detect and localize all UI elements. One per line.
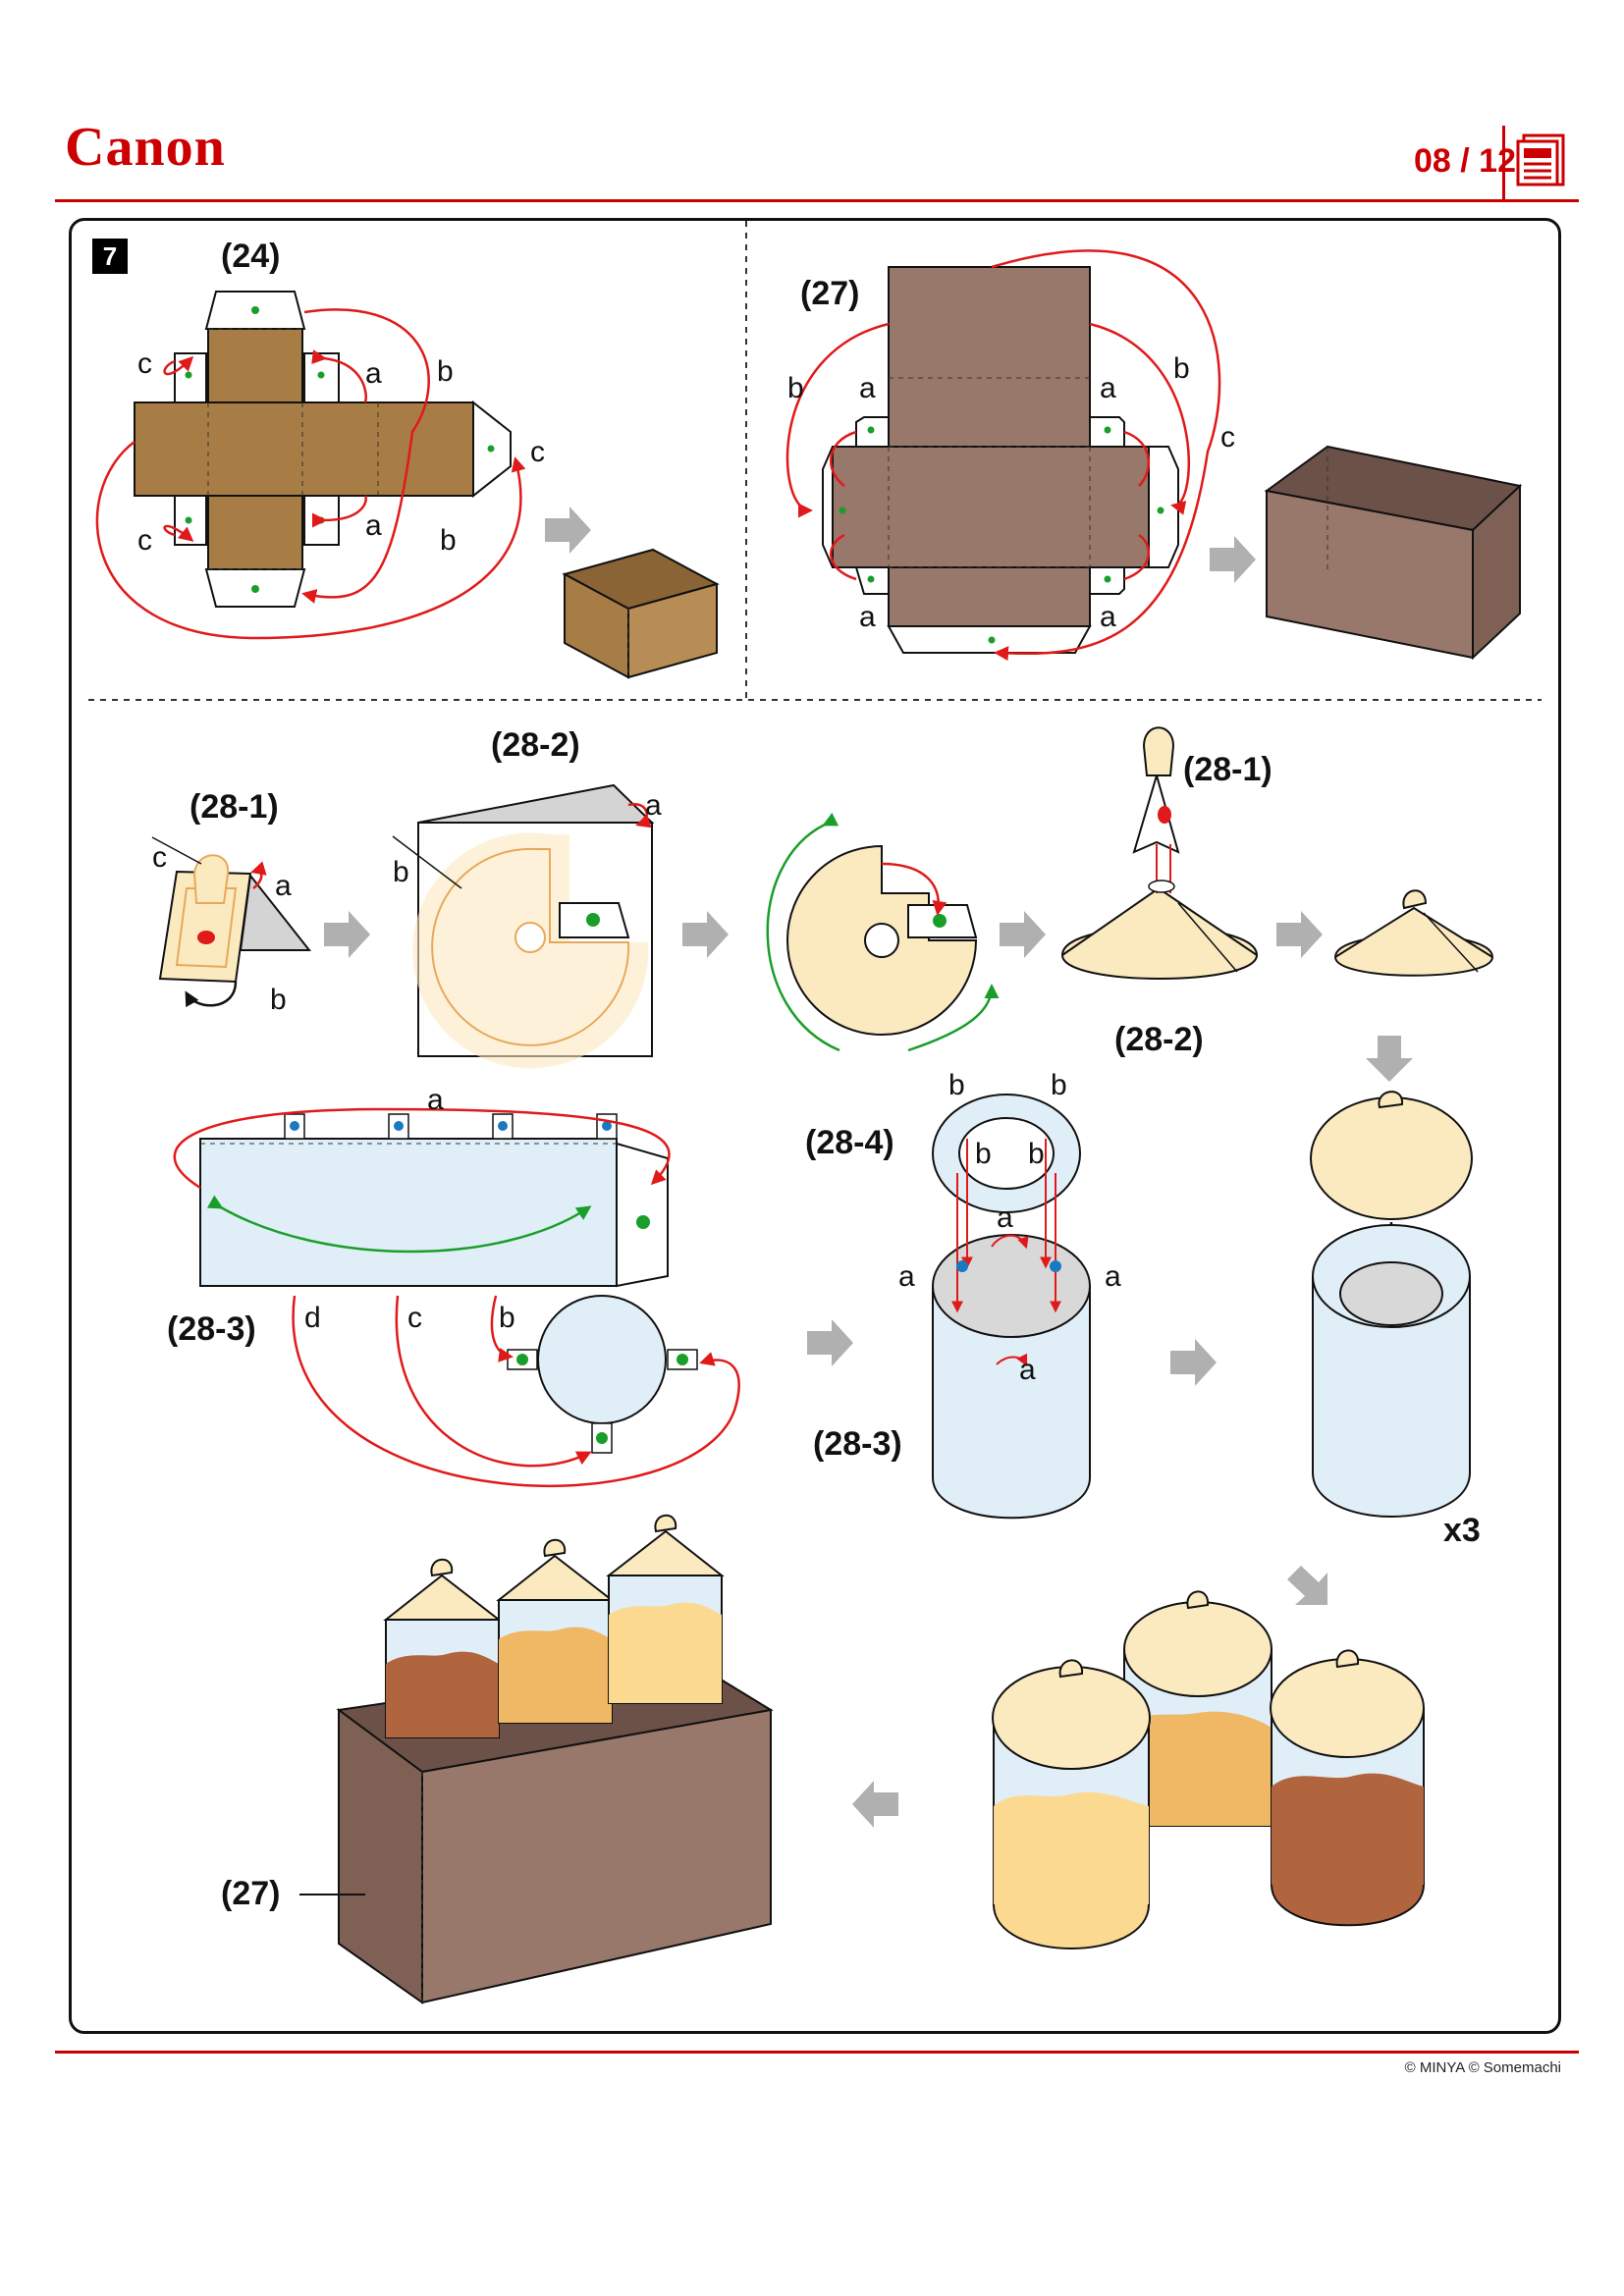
svg-text:a: a: [898, 1260, 915, 1293]
step-number-badge: 7: [92, 239, 128, 274]
svg-text:b: b: [440, 524, 457, 557]
step-arrow-right: [682, 911, 729, 958]
finished-lid: [1333, 889, 1494, 977]
part-24-cube: [562, 548, 720, 679]
header-rule: [55, 199, 1579, 202]
svg-text:a: a: [645, 789, 662, 822]
svg-text:a: a: [427, 1084, 444, 1116]
part-28-2-ring: [766, 812, 1000, 1052]
svg-text:c: c: [137, 347, 152, 380]
part-27-box: [1264, 445, 1523, 661]
step-arrow-right: [324, 911, 370, 958]
final-display-assembly: [299, 1514, 774, 2004]
step-arrow-down: [1366, 1036, 1413, 1082]
svg-text:b: b: [975, 1138, 992, 1170]
part-28-1-flap: c a b: [151, 836, 312, 1016]
svg-text:a: a: [365, 509, 382, 542]
svg-text:c: c: [530, 436, 545, 468]
instruction-panel: [69, 218, 1561, 2034]
svg-text:b: b: [393, 856, 409, 888]
quantity-multiplier: x3: [1443, 1512, 1481, 1549]
footer-rule: [55, 2051, 1579, 2054]
part-28-2-label: (28-2): [491, 726, 580, 764]
part-24-label: (24): [221, 238, 280, 275]
svg-text:a: a: [997, 1201, 1013, 1234]
svg-text:b: b: [787, 372, 804, 404]
part-28-2-sheet: a b: [392, 783, 662, 1069]
part-28-1-label-2: (28-1): [1183, 751, 1272, 788]
svg-text:c: c: [407, 1302, 422, 1334]
jar-with-lid: [1310, 1091, 1473, 1518]
svg-text:d: d: [304, 1302, 321, 1334]
svg-text:c: c: [137, 524, 152, 557]
document-icon[interactable]: [1515, 133, 1566, 187]
part-27-label-2: (27): [221, 1875, 280, 1912]
svg-text:b: b: [948, 1069, 965, 1101]
header-divider: [1502, 126, 1505, 199]
part-28-3-label-2: (28-3): [813, 1425, 902, 1463]
three-jars-group: [992, 1590, 1425, 1949]
svg-text:a: a: [1100, 372, 1116, 404]
svg-text:b: b: [1051, 1069, 1067, 1101]
part-28-cone: [1060, 726, 1259, 980]
part-28-4-label: (28-4): [805, 1124, 894, 1161]
svg-text:b: b: [437, 355, 454, 388]
svg-text:b: b: [499, 1302, 515, 1334]
svg-text:c: c: [1220, 421, 1235, 454]
svg-text:b: b: [270, 984, 287, 1016]
step-arrow-right: [1210, 536, 1256, 583]
part-28-3-label: (28-3): [167, 1310, 256, 1348]
step-arrow-diagonal: [1287, 1566, 1327, 1605]
svg-text:a: a: [1019, 1354, 1036, 1386]
part-28-1-label: (28-1): [189, 788, 279, 826]
part-27-label: (27): [800, 275, 859, 312]
step-arrow-right: [807, 1319, 853, 1366]
svg-text:b: b: [1173, 352, 1190, 385]
step-arrow-left: [852, 1781, 898, 1828]
step-arrow-right: [1000, 911, 1046, 958]
part-27-net: b a a b c a a: [785, 249, 1235, 662]
step-arrow-right: [1170, 1339, 1217, 1386]
svg-text:a: a: [1100, 601, 1116, 633]
copyright-text: © MINYA © Somemachi: [1404, 2059, 1561, 2076]
svg-text:a: a: [365, 357, 382, 390]
part-28-4-ring: b b b b a a a a: [898, 1069, 1121, 1520]
svg-text:a: a: [1105, 1260, 1121, 1293]
page-indicator: 08 / 12: [1414, 142, 1516, 180]
part-28-2-label-2: (28-2): [1114, 1021, 1204, 1058]
svg-text:a: a: [859, 372, 876, 404]
part-24-net: c c a a b b c: [95, 291, 545, 640]
step-arrow-right: [1276, 911, 1323, 958]
svg-text:a: a: [859, 601, 876, 633]
svg-text:c: c: [152, 841, 167, 874]
step-arrow-right: [545, 507, 591, 554]
canon-logo: Canon: [65, 117, 226, 178]
svg-text:a: a: [275, 870, 292, 902]
svg-text:b: b: [1028, 1138, 1045, 1170]
part-28-3-net: a d c b: [173, 1084, 740, 1488]
